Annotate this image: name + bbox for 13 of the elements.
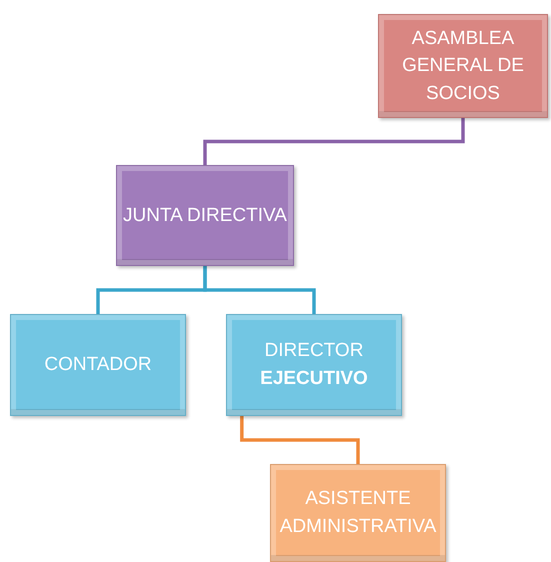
role-title: DIRECTOR EJECUTIVO — [259, 339, 369, 391]
org-box — [10, 314, 186, 416]
role-title: ASAMBLEA GENERAL DE SOCIOS — [401, 26, 525, 106]
role-title: JUNTA DIRECTIVA — [122, 204, 288, 228]
org-box — [116, 165, 294, 266]
org-box — [226, 314, 402, 416]
connector-line — [203, 118, 465, 165]
connector-line — [240, 416, 360, 464]
role-title: ASISTENTE ADMINISTRATIVA — [278, 487, 438, 539]
role-title: CONTADOR — [43, 353, 153, 378]
connector-line — [203, 266, 316, 314]
org-box — [270, 464, 446, 562]
org-box — [378, 14, 548, 118]
